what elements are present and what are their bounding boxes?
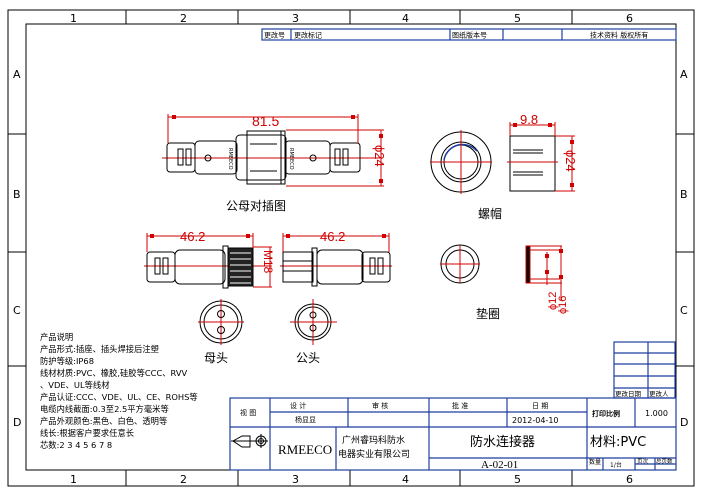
review-label: 审 核 [372,401,388,410]
brand-mark: RMEECO [288,148,294,170]
revision-table: 更改日期 更改人 [613,341,676,399]
scale-value: 1.000 [645,409,668,418]
nut-view-label: 螺帽 [478,206,502,221]
note-line: 线材材质:PVC、橡胶,硅胶等CCC、RVV [40,368,188,378]
row-label: D [680,416,688,429]
col-label: 4 [402,473,409,486]
outer-frame [7,9,695,487]
revision-header: 更改号 更改标记 图纸版本号 技术资料 版权所有 [261,28,677,41]
zone-ticks [8,10,694,486]
note-line: 电缆内线截面:0.3至2.5平方毫米等 [40,404,169,414]
scale-label: 打印比例 [592,409,620,418]
inner-diameter-dimension: ϕ12 [547,292,559,310]
note-line: 线长:根据客户要求任意长 [40,428,135,438]
outer-diameter-dimension: ϕ16 [557,296,569,314]
qty-value: 1/台 [610,461,622,469]
female-view: 46.2 M18 母头 [144,229,275,365]
designer-name: 杨显显 [295,415,316,424]
note-line: 产品形式:插座、插头焊接后注塑 [40,344,159,354]
col-label: 6 [626,12,633,25]
drawing-version-label: 图纸版本号 [452,31,487,40]
brand-mark: RMEECO [227,148,233,170]
gasket-view: ϕ12 ϕ16 垫圈 [440,244,569,321]
change-mark-label: 更改标记 [294,31,322,40]
width-dimension: 9.8 [520,112,538,127]
length-dimension: 81.5 [252,113,279,129]
brand-name: RMEECO [278,442,332,457]
length-dimension: 46.2 [180,229,205,244]
row-label: B [680,188,688,201]
date-label: 日 期 [532,402,548,410]
col-label: 5 [514,12,521,25]
approve-label: 批 准 [452,401,468,410]
material-label: 材料:PVC [590,435,646,450]
note-line: 、VDE、UL等线材 [40,380,110,390]
col-label: 6 [626,473,633,486]
company-name-line2: 电器实业有限公司 [338,448,410,460]
row-label: C [680,304,688,317]
total-pages-label: 总页数 [656,457,673,465]
row-label: C [13,304,21,317]
copyright-note: 技术资料 版权所有 [590,31,648,40]
note-line: 产品说明 [40,332,73,342]
note-line: 产品认证:CCC、VDE、UL、CE、ROHS等 [40,392,198,402]
row-label: B [13,188,21,201]
col-label: 1 [70,12,77,25]
sheet-label: 页次 [637,457,649,465]
col-label: 2 [180,12,187,25]
company-name-line1: 广州睿玛科防水 [342,434,405,446]
note-line: 芯数:2 3 4 5 6 7 8 [40,440,112,450]
thread-dimension: M18 [261,250,275,274]
col-label: 1 [70,473,77,486]
assembly-view: RMEECO RMEECO 81.5 ϕ24 公母对插图 [162,113,387,213]
diameter-dimension: ϕ24 [372,145,387,167]
changed-by-label: 更改人 [649,389,669,398]
row-label: A [680,68,688,81]
col-label: 4 [402,12,409,25]
col-label: 2 [180,473,187,486]
female-view-label: 母头 [204,351,228,365]
drawing-number: A-02-01 [481,459,518,471]
note-line: 防护等级:IP68 [40,356,94,366]
gasket-view-label: 垫圈 [476,306,500,321]
nut-view: 9.8 ϕ24 螺帽 [430,112,578,221]
qty-label: 数量 [589,458,601,466]
col-label: 3 [292,473,299,486]
change-no-label: 更改号 [264,31,285,40]
diameter-dimension: ϕ24 [563,150,578,172]
zone-labels: 1 2 3 4 5 6 1 2 3 4 5 6 A B C D A B C D [13,12,688,486]
projection-symbol-icon [231,434,268,448]
length-dimension: 46.2 [320,229,345,244]
male-view-label: 公头 [296,351,320,365]
row-label: D [13,416,21,429]
row-label: A [13,68,21,81]
product-name: 防水连接器 [470,434,535,450]
design-label: 设 计 [290,401,306,410]
assembly-view-label: 公母对插图 [226,199,286,213]
note-line: 产品外观颜色:黑色、白色、透明等 [40,416,167,426]
col-label: 3 [292,12,299,25]
change-date-label: 更改日期 [615,389,642,398]
drawing-date: 2012-04-10 [512,416,559,425]
view-label: 视 图 [240,408,256,417]
title-block: 视 图 设 计 杨显显 审 核 批 准 日 期 2012-04-10 打印比例 … [229,397,677,471]
col-label: 5 [514,473,521,486]
male-view: 46.2 公头 [280,229,392,365]
product-notes: 产品说明 产品形式:插座、插头焊接后注塑 防护等级:IP68 线材材质:PVC、… [40,332,198,450]
